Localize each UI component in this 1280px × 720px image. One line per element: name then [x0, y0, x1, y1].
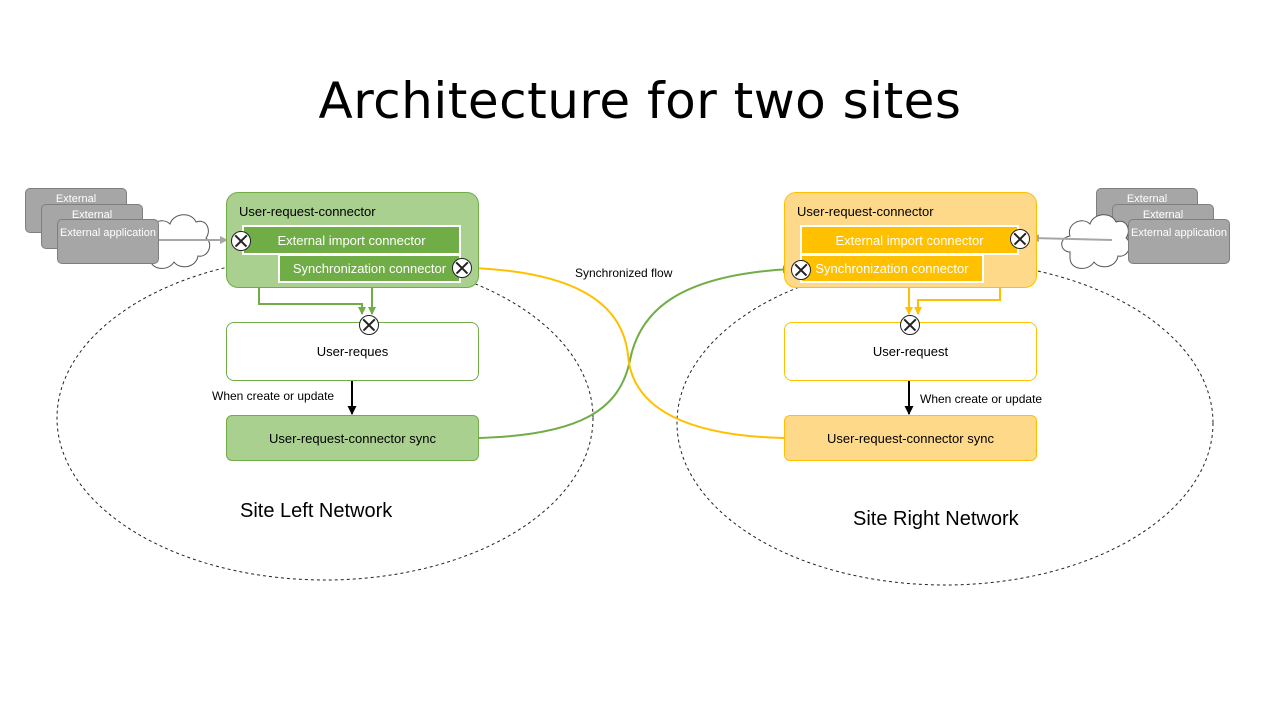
left-sync-connector-label: Synchronization connector — [292, 261, 447, 276]
left-external-app-back-label: External — [55, 193, 97, 205]
right-external-app-front-label: External application — [1130, 227, 1227, 239]
right-sync-connector-label: Synchronization connector — [815, 261, 969, 276]
left-user-request-label: User-reques — [316, 344, 389, 359]
right-external-arrow — [1031, 234, 1113, 243]
left-sync-x-icon — [452, 258, 472, 278]
left-sync-box-label: User-request-connector sync — [269, 430, 436, 446]
right-synchronization-connector: Synchronization connector — [800, 254, 984, 283]
left-import-connector-label: External import connector — [277, 232, 426, 248]
right-network-label: Site Right Network — [853, 508, 1019, 530]
left-user-request-box: User-reques — [226, 322, 479, 381]
left-request-x-icon — [359, 315, 379, 335]
page-title: Architecture for two sites — [318, 72, 962, 130]
green-sync-flow-curve — [478, 265, 791, 439]
right-import-connector-label: External import connector — [835, 232, 984, 248]
right-trigger-label: When create or update — [920, 392, 1043, 406]
left-network-label: Site Left Network — [240, 500, 393, 522]
left-trigger-label: When create or update — [212, 389, 335, 403]
left-external-import-connector: External import connector — [242, 225, 461, 255]
right-import-x-icon — [1010, 229, 1030, 249]
right-external-app-middle-label: External — [1142, 209, 1184, 221]
left-synchronization-connector: Synchronization connector — [278, 254, 461, 283]
orange-sync-flow-curve — [471, 264, 785, 439]
right-sync-box-label: User-request-connector sync — [827, 430, 994, 446]
right-user-request-box: User-request — [784, 322, 1037, 381]
left-connector-label: User-request-connector — [239, 204, 376, 219]
right-user-request-label: User-request — [872, 344, 949, 359]
right-sync-box: User-request-connector sync — [784, 415, 1037, 461]
right-external-app-front: External application — [1128, 219, 1230, 264]
left-external-app-front: External application — [57, 219, 159, 264]
synchronized-flow-label: Synchronized flow — [575, 266, 673, 280]
right-connector-label: User-request-connector — [797, 204, 934, 219]
right-sync-x-icon — [791, 260, 811, 280]
left-import-x-icon — [231, 231, 251, 251]
left-external-app-front-label: External application — [59, 227, 156, 239]
left-sync-box: User-request-connector sync — [226, 415, 479, 461]
left-external-app-middle-label: External — [71, 209, 113, 221]
right-external-import-connector: External import connector — [800, 225, 1019, 255]
right-external-app-back-label: External — [1126, 193, 1168, 205]
right-request-x-icon — [900, 315, 920, 335]
